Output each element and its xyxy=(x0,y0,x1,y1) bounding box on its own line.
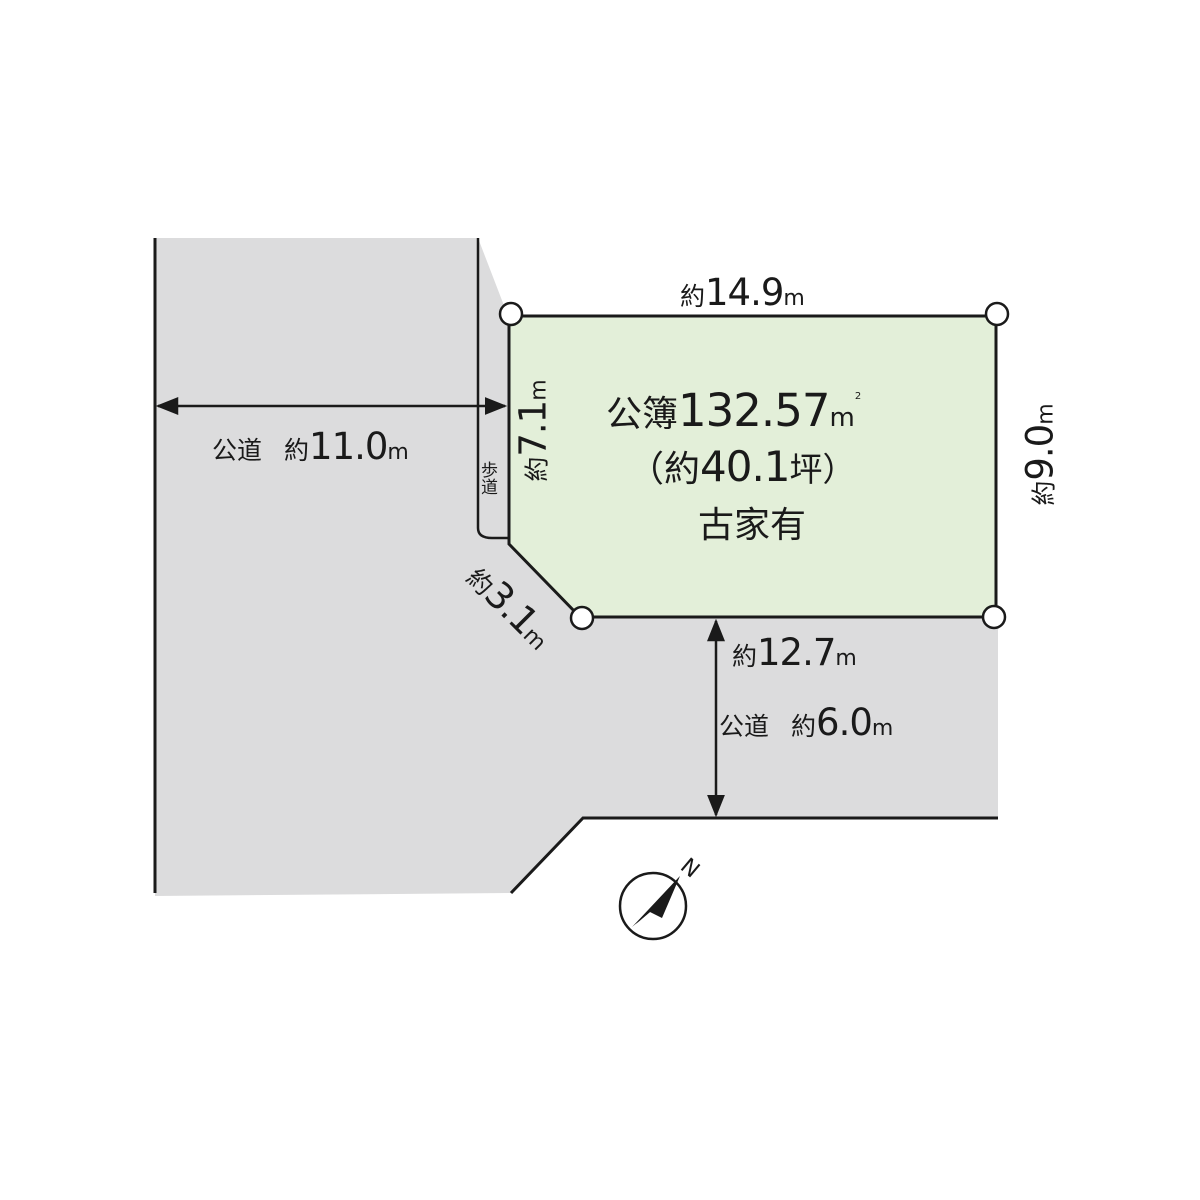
lot-area-value: 132.57 xyxy=(678,384,830,437)
lot-tsubo-label: （約40.1坪） xyxy=(628,446,856,488)
corner-marker xyxy=(981,604,1007,630)
dimension-value: 12.7 xyxy=(757,631,836,674)
dimension-prefix: 約 xyxy=(522,456,552,482)
corner-marker xyxy=(498,301,524,327)
lot-tsubo-open: （約 xyxy=(628,449,701,490)
lot-tsubo-value: 40.1 xyxy=(700,442,791,491)
road-south-label: 公道約6.0m xyxy=(719,704,893,741)
dimension-prefix: 約 xyxy=(680,282,706,311)
road-prefix: 約 xyxy=(791,712,817,741)
corner-marker xyxy=(984,301,1010,327)
dimension-value: 9.0 xyxy=(1018,424,1062,481)
road-type: 公道 xyxy=(719,712,770,741)
dimension-value: 7.1 xyxy=(511,400,555,457)
dimension-unit: m xyxy=(835,646,857,671)
dimension-prefix: 約 xyxy=(732,642,758,671)
lot-boundary xyxy=(507,314,998,619)
lot-tsubo-unit: 坪） xyxy=(789,450,856,489)
sidewalk-label: 歩 道 xyxy=(481,463,498,497)
sidewalk-edge-line xyxy=(476,238,508,540)
dimension-prefix: 約 xyxy=(1029,480,1059,506)
dimension-value: 14.9 xyxy=(705,271,784,314)
road-width-value: 6.0 xyxy=(816,701,873,744)
road-west-label: 公道約11.0m xyxy=(212,428,409,465)
lot-area-prefix: 公簿 xyxy=(606,394,679,435)
dimension-right-label: 約9.0m xyxy=(1018,355,1062,555)
road-south-edge-line xyxy=(509,816,998,895)
road-type: 公道 xyxy=(212,436,263,465)
dimension-unit: m xyxy=(526,379,552,401)
sidewalk-char: 道 xyxy=(481,478,498,498)
corner-marker xyxy=(569,605,595,631)
dimension-unit: m xyxy=(783,286,805,311)
dimension-unit: m xyxy=(1033,403,1059,425)
lot-area-label: 公簿132.57m2 xyxy=(606,388,861,433)
dimension-top-label: 約14.9m xyxy=(680,274,805,311)
lot-area-unit-superscript: 2 xyxy=(854,391,862,402)
road-width-unit: m xyxy=(871,716,894,741)
sidewalk-char: 歩 xyxy=(481,461,498,481)
north-arrow-icon xyxy=(618,871,688,941)
lot-note-label: 古家有 xyxy=(698,505,807,546)
road-prefix: 約 xyxy=(284,436,310,465)
road-width-unit: m xyxy=(387,440,409,465)
road-width-value: 11.0 xyxy=(309,425,388,468)
dimension-left-label: 約7.1m xyxy=(511,331,555,531)
dimension-bottom-label: 約12.7m xyxy=(732,634,857,671)
lot-area-unit: m xyxy=(829,403,855,433)
